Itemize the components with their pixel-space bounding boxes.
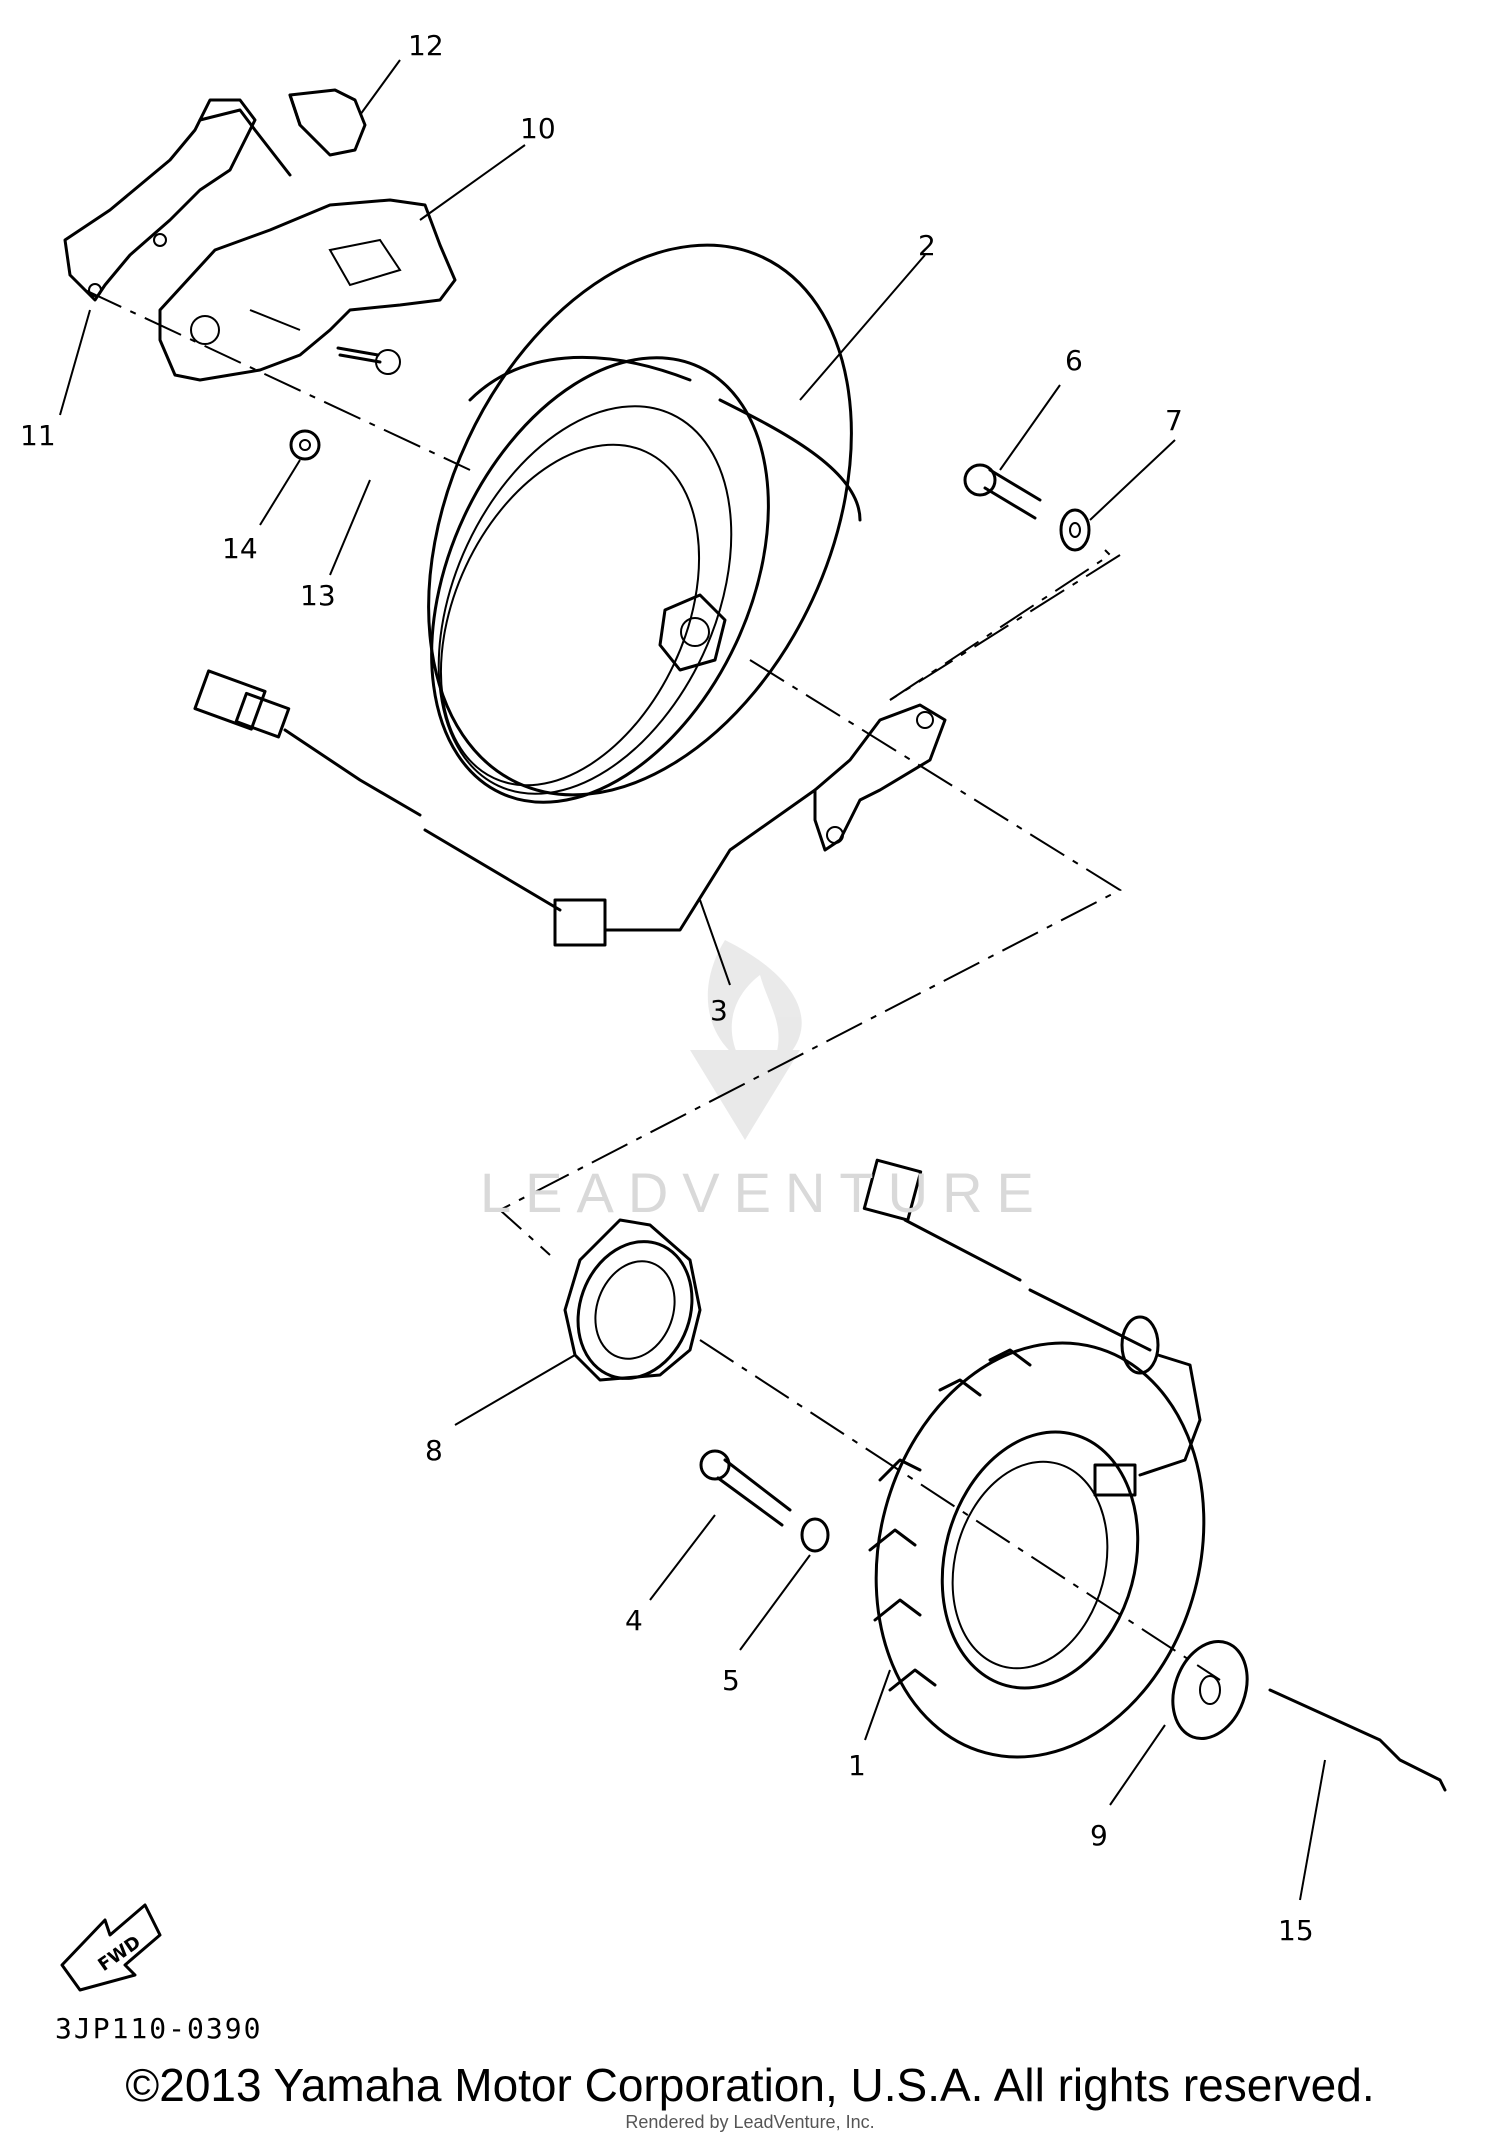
bolt-part-13 bbox=[336, 346, 401, 375]
bolt-part-6 bbox=[963, 463, 1042, 520]
watermark-text: LEADVENTURE bbox=[480, 1161, 1048, 1224]
fwd-badge-label: FWD bbox=[94, 1932, 145, 1976]
assembly-lines bbox=[84, 289, 1221, 1681]
callout-12: 12 bbox=[408, 29, 444, 62]
copyright-notice: ©2013 Yamaha Motor Corporation, U.S.A. A… bbox=[125, 2059, 1375, 2111]
callout-10: 10 bbox=[520, 112, 556, 145]
callout-leaders bbox=[59, 59, 1326, 1901]
callout-11: 11 bbox=[20, 419, 56, 452]
figure-code: 3JP110-0390 bbox=[55, 2012, 262, 2045]
bracket-part-11 bbox=[63, 98, 292, 302]
callout-15: 15 bbox=[1278, 1914, 1314, 1947]
nut-part-14 bbox=[289, 429, 321, 461]
callout-3: 3 bbox=[710, 994, 728, 1027]
washer-part-5 bbox=[800, 1517, 830, 1553]
callout-13: 13 bbox=[300, 579, 336, 612]
callout-4: 4 bbox=[625, 1604, 643, 1637]
callout-6: 6 bbox=[1065, 344, 1083, 377]
callout-5: 5 bbox=[722, 1664, 740, 1697]
callout-2: 2 bbox=[918, 229, 936, 262]
seal-housing-part-8 bbox=[563, 1218, 702, 1382]
washer-part-9 bbox=[1171, 1640, 1249, 1740]
callout-14: 14 bbox=[222, 532, 258, 565]
callout-labels: 12 10 2 6 7 11 14 13 3 8 4 5 1 9 15 bbox=[20, 29, 1314, 1947]
screw-part-4 bbox=[699, 1449, 792, 1527]
callout-7: 7 bbox=[1165, 404, 1183, 437]
wire-band-part-15 bbox=[1268, 1688, 1447, 1792]
cap-part-12 bbox=[288, 88, 367, 157]
fwd-arrow-icon: FWD bbox=[60, 1903, 162, 1992]
flywheel-rotor-part-2 bbox=[427, 243, 862, 804]
rendered-by-notice: Rendered by LeadVenture, Inc. bbox=[625, 2112, 875, 2132]
stator-part-1 bbox=[862, 1158, 1206, 1759]
washer-part-7 bbox=[1059, 508, 1091, 552]
callout-1: 1 bbox=[848, 1749, 866, 1782]
callout-9: 9 bbox=[1090, 1819, 1108, 1852]
cover-part-10 bbox=[158, 198, 457, 382]
callout-8: 8 bbox=[425, 1434, 443, 1467]
leadventure-logo-icon bbox=[690, 940, 802, 1140]
pickup-coil-part-3 bbox=[193, 669, 947, 947]
